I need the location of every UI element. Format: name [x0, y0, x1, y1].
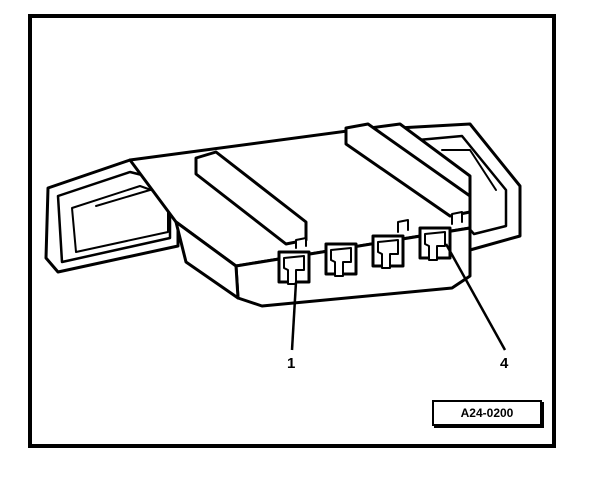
terminal-cavity-1: [277, 250, 311, 285]
leader-line-pin-4: [444, 243, 507, 351]
terminal-cavity-3: [371, 234, 405, 269]
terminal-cavity-2: [324, 242, 358, 277]
leader-line-pin-1: [290, 281, 298, 351]
callout-pin-4: 4: [500, 355, 509, 372]
reference-code-label: A24-0200: [432, 400, 542, 426]
callout-pin-1: 1: [287, 355, 296, 372]
terminal-cavity-4: [418, 226, 452, 261]
